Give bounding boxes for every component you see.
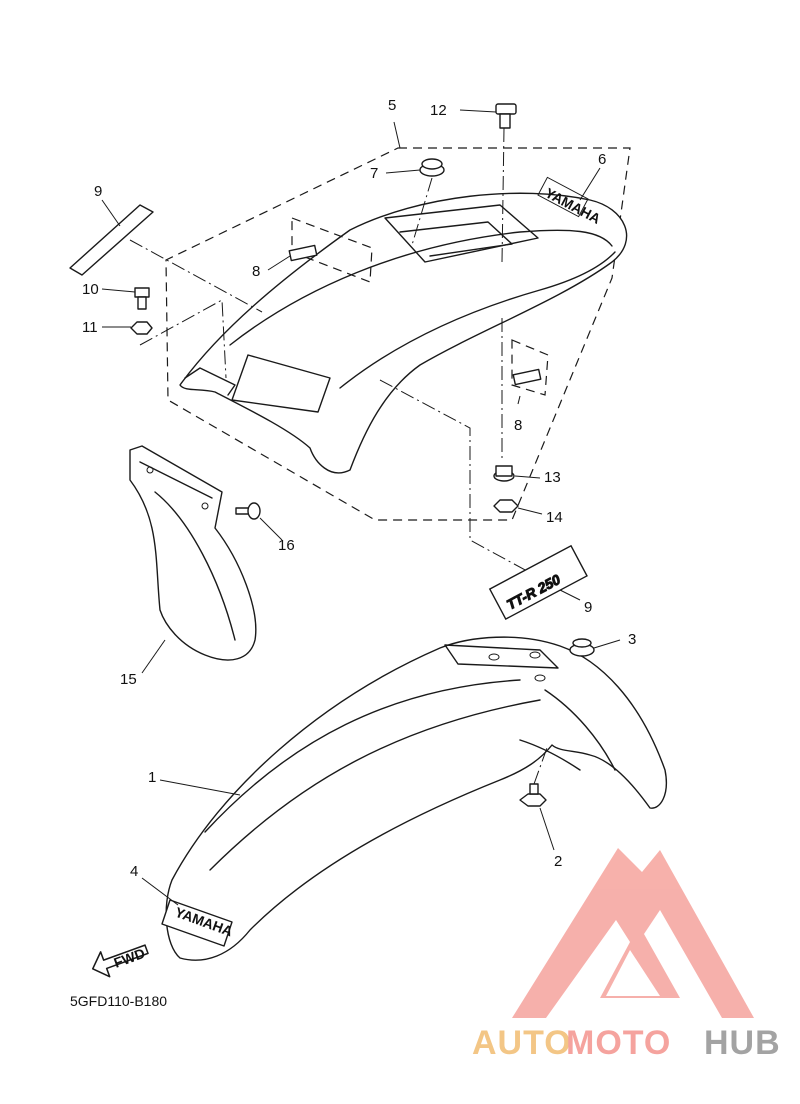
callout-1: 1 <box>148 769 156 786</box>
callout-2: 2 <box>554 853 562 870</box>
decal-leader-2 <box>139 299 227 379</box>
callout-4: 4 <box>130 863 138 880</box>
decal-leader-1 <box>129 239 263 313</box>
bolt-10 <box>134 287 150 310</box>
callout-11: 11 <box>82 319 98 336</box>
left-decal-outline <box>291 217 373 283</box>
screw-16 <box>235 502 261 520</box>
front-fender: YAMAHA <box>161 636 667 961</box>
forward-arrow <box>91 944 149 978</box>
bolt-12 <box>495 103 517 129</box>
bolt-12-leader <box>501 127 505 263</box>
callout-7: 7 <box>370 165 378 182</box>
callout-10: 10 <box>82 281 99 298</box>
callout-15: 15 <box>120 671 137 688</box>
callout-8-right: 8 <box>514 417 522 434</box>
logo-text-hub: HUB <box>704 1024 781 1062</box>
right-decal-8 <box>512 368 542 386</box>
rear-fender-assembly-outline <box>165 147 631 521</box>
mud-flap-15 <box>129 445 257 661</box>
diagram-code: 5GFD110-B180 <box>70 993 167 1009</box>
callout-5: 5 <box>388 97 396 114</box>
right-decal-outline <box>511 339 549 396</box>
bolt-2 <box>519 783 547 807</box>
logo-text-auto: AUTO <box>472 1024 572 1062</box>
callout-3: 3 <box>628 631 636 648</box>
left-decal-8 <box>288 244 318 262</box>
callout-numbers: 5 12 6 7 8 8 9 10 11 13 14 16 9 3 15 1 2… <box>70 97 636 1009</box>
logo-triangle-mark <box>512 848 754 1018</box>
callout-13: 13 <box>544 469 561 486</box>
callout-leaders <box>101 109 621 906</box>
callout-8-left: 8 <box>252 263 260 280</box>
grommet-leader <box>411 177 433 246</box>
nut-14 <box>493 499 519 513</box>
bolt-2-leader <box>533 744 549 785</box>
grommet-3 <box>569 638 595 657</box>
callout-9-strip: 9 <box>94 183 102 200</box>
callout-6: 6 <box>598 151 606 168</box>
callout-12: 12 <box>430 102 447 119</box>
automotohub-logo: AUTO MOTO HUB <box>472 848 781 1062</box>
strip-decal-9 <box>69 204 154 276</box>
tt-decal-leader <box>379 379 563 591</box>
logo-text-moto: MOTO <box>566 1024 671 1062</box>
grommet-7 <box>419 158 445 177</box>
rear-fender: YAMAHA <box>179 176 628 474</box>
callout-14: 14 <box>546 509 563 526</box>
fwd-label: FWD <box>112 945 147 971</box>
callout-9-model: 9 <box>584 599 592 616</box>
model-decal-9: TT-R 250 <box>488 544 588 621</box>
callout-16: 16 <box>278 537 295 554</box>
collar-13 <box>493 465 515 482</box>
nut-11 <box>130 321 153 335</box>
